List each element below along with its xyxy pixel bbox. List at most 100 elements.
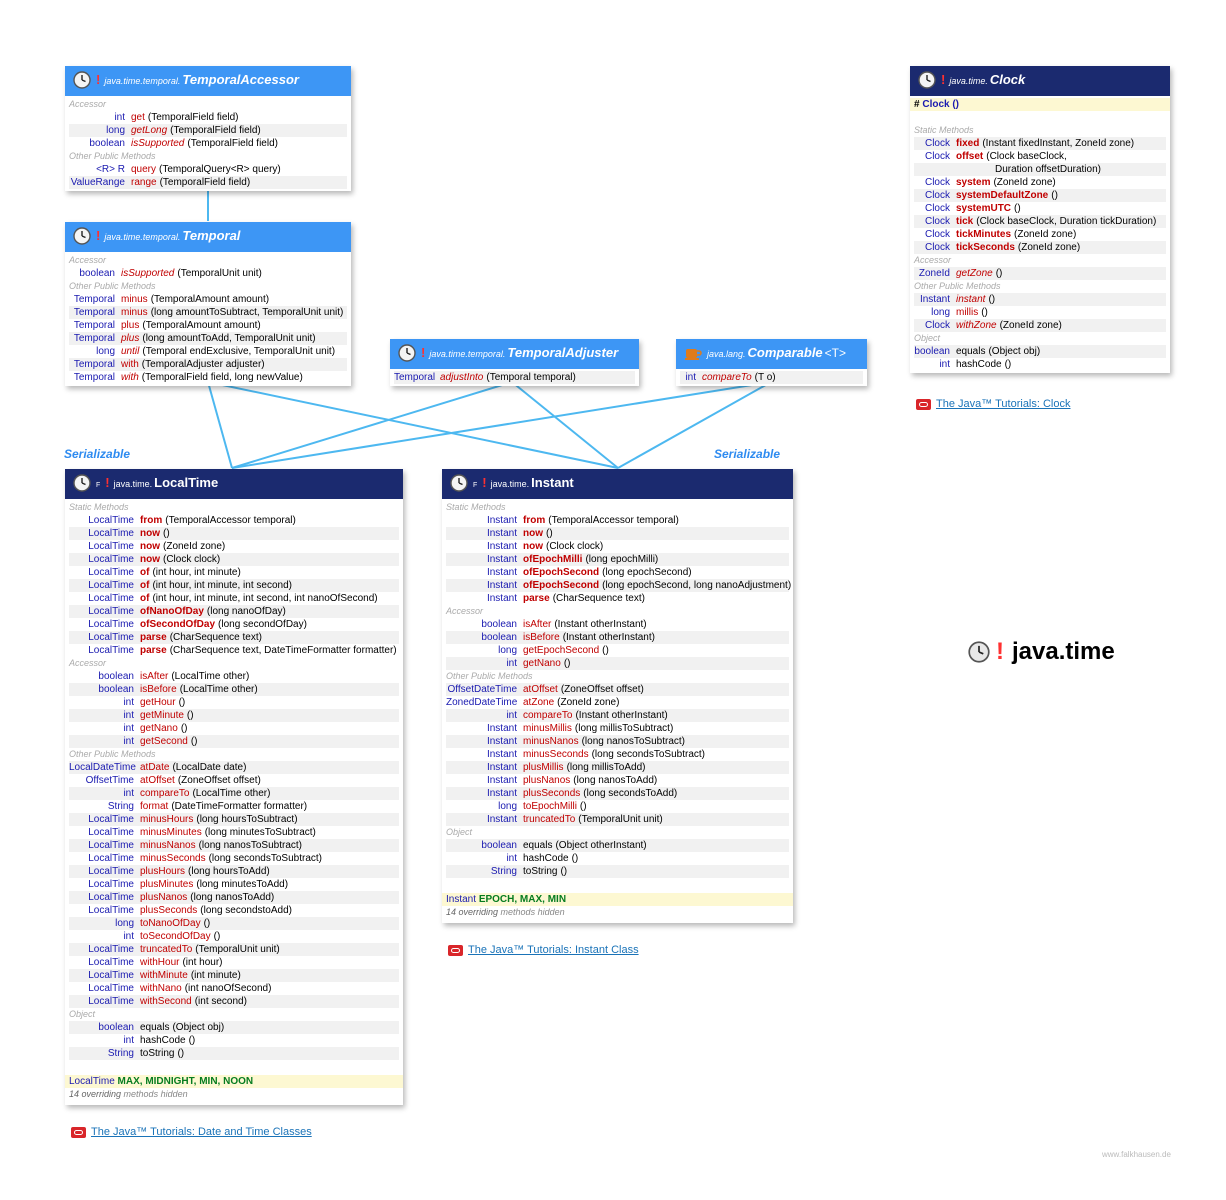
clock-header[interactable]: !java.time.Clock bbox=[910, 66, 1170, 96]
method-name[interactable]: plus bbox=[121, 333, 140, 344]
method-name[interactable]: fixed bbox=[956, 138, 980, 149]
method-name[interactable]: minusSeconds bbox=[523, 749, 589, 760]
method-name[interactable]: equals bbox=[523, 840, 553, 851]
method-name[interactable]: now bbox=[140, 554, 160, 565]
method-name[interactable]: hashCode bbox=[956, 359, 1002, 370]
method-name[interactable]: hashCode bbox=[523, 853, 569, 864]
tutorial-link-clock[interactable]: The Java™ Tutorials: Clock bbox=[916, 398, 1071, 410]
tutorial-link-text[interactable]: The Java™ Tutorials: Instant Class bbox=[468, 944, 639, 956]
method-name[interactable]: withNano bbox=[140, 983, 182, 994]
method-name[interactable]: ofNanoOfDay bbox=[140, 606, 204, 617]
method-name[interactable]: range bbox=[131, 177, 157, 188]
tutorial-link-datetime[interactable]: The Java™ Tutorials: Date and Time Class… bbox=[71, 1126, 312, 1138]
method-name[interactable]: atDate bbox=[140, 762, 170, 773]
method-name[interactable]: minusNanos bbox=[140, 840, 196, 851]
method-name[interactable]: minus bbox=[121, 294, 148, 305]
temporal-accessor-header[interactable]: !java.time.temporal.TemporalAccessor bbox=[65, 66, 351, 96]
method-name[interactable]: system bbox=[956, 177, 991, 188]
method-name[interactable]: plusHours bbox=[140, 866, 186, 877]
method-name[interactable]: systemUTC bbox=[956, 203, 1012, 214]
method-name[interactable]: with bbox=[121, 372, 139, 383]
member-row[interactable]: Duration offsetDuration) bbox=[914, 163, 1166, 176]
method-name[interactable]: offset bbox=[956, 151, 984, 162]
method-name[interactable]: ofSecondOfDay bbox=[140, 619, 216, 630]
temporal-header[interactable]: !java.time.temporal.Temporal bbox=[65, 222, 351, 252]
method-name[interactable]: format bbox=[140, 801, 169, 812]
method-name[interactable]: from bbox=[523, 515, 546, 526]
method-name[interactable]: plusNanos bbox=[523, 775, 571, 786]
method-name[interactable]: getNano bbox=[523, 658, 561, 669]
method-name[interactable]: compareTo bbox=[702, 372, 752, 383]
method-name[interactable]: now bbox=[140, 541, 160, 552]
method-name[interactable]: ofEpochSecond bbox=[523, 567, 600, 578]
method-name[interactable]: minusNanos bbox=[523, 736, 579, 747]
method-name[interactable]: ofEpochSecond bbox=[523, 580, 600, 591]
method-name[interactable]: truncatedTo bbox=[523, 814, 576, 825]
method-name[interactable]: now bbox=[523, 541, 543, 552]
method-name[interactable]: truncatedTo bbox=[140, 944, 193, 955]
instant-header[interactable]: F!java.time.Instant bbox=[442, 469, 793, 499]
method-name[interactable]: withSecond bbox=[140, 996, 192, 1007]
method-name[interactable]: plusSeconds bbox=[140, 905, 198, 916]
method-name[interactable]: getNano bbox=[140, 723, 178, 734]
method-name[interactable]: now bbox=[523, 528, 543, 539]
method-name[interactable]: millis bbox=[956, 307, 979, 318]
method-name[interactable]: toEpochMilli bbox=[523, 801, 577, 812]
method-name[interactable]: getSecond bbox=[140, 736, 188, 747]
method-name[interactable]: equals bbox=[140, 1022, 170, 1033]
method-name[interactable]: atZone bbox=[523, 697, 555, 708]
constructor-row[interactable]: # Clock () bbox=[910, 98, 1170, 111]
method-name[interactable]: hashCode bbox=[140, 1035, 186, 1046]
method-name[interactable]: get bbox=[131, 112, 145, 123]
tutorial-link-text[interactable]: The Java™ Tutorials: Date and Time Class… bbox=[91, 1126, 312, 1138]
comparable-header[interactable]: java.lang.Comparable<T> bbox=[676, 339, 867, 369]
method-name[interactable]: minusMillis bbox=[523, 723, 572, 734]
method-name[interactable]: systemDefaultZone bbox=[956, 190, 1049, 201]
method-name[interactable]: toSecondOfDay bbox=[140, 931, 211, 942]
method-name[interactable]: plusNanos bbox=[140, 892, 188, 903]
